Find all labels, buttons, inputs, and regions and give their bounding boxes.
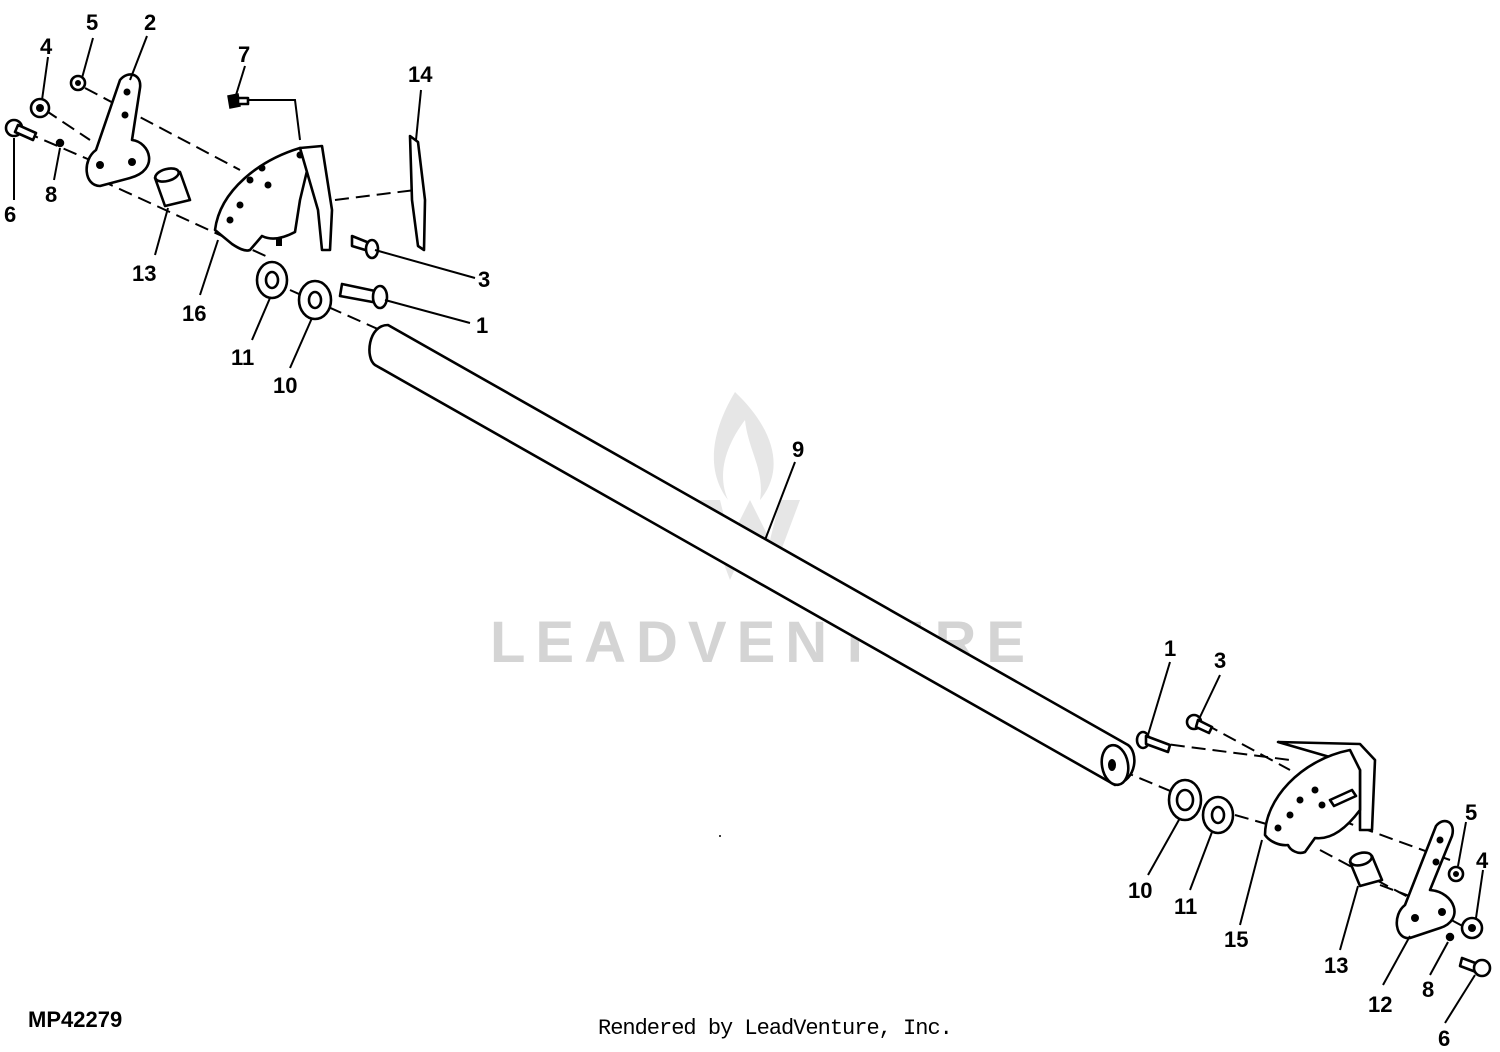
callout-10-left: 10 xyxy=(273,373,297,398)
callout-5-left: 5 xyxy=(86,10,98,35)
part-16-left-side-plate xyxy=(213,144,334,252)
callout-4-left: 4 xyxy=(40,34,53,59)
callout-6-right: 6 xyxy=(1438,1026,1450,1051)
part-11-right-washer xyxy=(1201,795,1235,835)
part-13-left-bushing xyxy=(153,167,192,208)
diagram-id-label: MP42279 xyxy=(28,1007,123,1032)
callout-3-right: 3 xyxy=(1214,648,1226,673)
callout-4-right: 4 xyxy=(1476,848,1489,873)
callout-labels: 5 2 4 7 14 8 6 13 3 16 1 11 10 9 1 3 5 4… xyxy=(4,10,1489,1051)
part-9-shaft xyxy=(368,323,1136,787)
part-12-right-link-bracket xyxy=(1395,819,1456,940)
callout-9: 9 xyxy=(792,437,804,462)
part-5-left-nut xyxy=(69,74,87,92)
part-4-right-locknut xyxy=(1460,916,1484,940)
part-11-left-bearing xyxy=(255,260,289,300)
callout-12: 12 xyxy=(1368,992,1392,1017)
stray-dot xyxy=(719,835,721,837)
callout-16: 16 xyxy=(182,301,206,326)
part-7-left-screw xyxy=(227,93,250,109)
part-4-left-locknut xyxy=(29,97,51,119)
part-8-left-washer xyxy=(55,138,65,148)
callout-3-left: 3 xyxy=(478,267,490,292)
callout-15: 15 xyxy=(1224,927,1248,952)
callout-5-right: 5 xyxy=(1465,800,1477,825)
leader-lines xyxy=(13,35,1484,1024)
part-10-right-bearing xyxy=(1167,778,1203,822)
callout-1-left: 1 xyxy=(476,313,488,338)
part-5-right-nut xyxy=(1447,865,1465,883)
callout-8-left: 8 xyxy=(45,182,57,207)
callout-10-right: 10 xyxy=(1128,878,1152,903)
callout-13-left: 13 xyxy=(132,261,156,286)
part-2-left-link-bracket xyxy=(85,73,151,188)
callout-6-left: 6 xyxy=(4,202,16,227)
part-14-left-plate xyxy=(408,134,427,252)
part-15-right-side-plate xyxy=(1263,740,1377,855)
render-credit: Rendered by LeadVenture, Inc. xyxy=(598,1016,953,1041)
part-6-left-bolt xyxy=(4,118,38,142)
callout-7: 7 xyxy=(238,42,250,67)
part-1-left-pin xyxy=(338,282,389,310)
part-1-right-pin xyxy=(1135,730,1172,754)
callout-13-right: 13 xyxy=(1324,953,1348,978)
callout-11-right: 11 xyxy=(1174,894,1197,919)
part-13-right-bushing xyxy=(1348,851,1384,888)
part-3-right-bolt xyxy=(1185,713,1214,735)
callout-8-right: 8 xyxy=(1422,977,1434,1002)
part-10-left-washer xyxy=(297,279,333,321)
part-6-right-bolt xyxy=(1458,956,1492,978)
part-8-right-washer xyxy=(1445,932,1455,942)
part-3-left-bolt xyxy=(350,234,380,260)
callout-2: 2 xyxy=(144,10,156,35)
callout-1-right: 1 xyxy=(1164,636,1176,661)
callout-11-left: 11 xyxy=(231,345,254,370)
callout-14: 14 xyxy=(408,62,433,87)
